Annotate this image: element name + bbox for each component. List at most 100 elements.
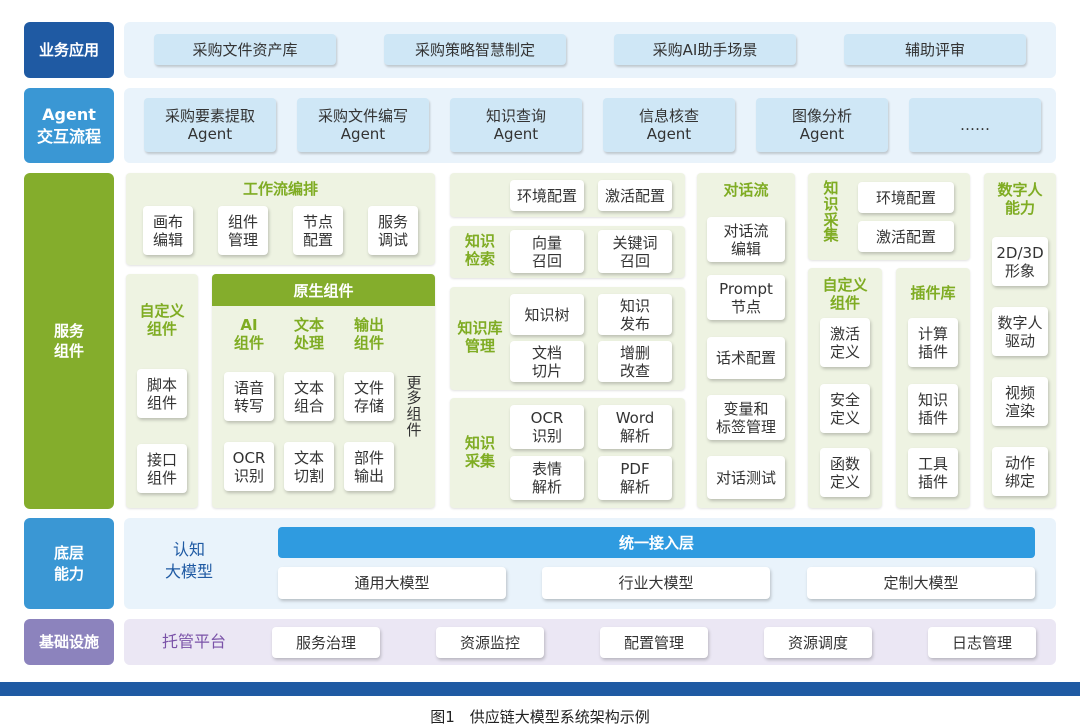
retrieval-item: 关键词 召回 — [598, 230, 672, 273]
dialog-flow-item: 对话流 编辑 — [707, 217, 785, 262]
dialog-flow-item: 对话测试 — [707, 456, 785, 499]
custom-def-title: 自定义 组件 — [822, 276, 868, 312]
knowledge-collect-item: PDF 解析 — [598, 456, 672, 500]
infra-item: 日志管理 — [928, 627, 1036, 658]
hosting-platform-label: 托管平台 — [161, 632, 226, 652]
plugin-box: 插件库 计算 插件 知识 插件 工具 插件 — [896, 268, 970, 508]
unified-access-layer: 统一接入层 — [278, 527, 1035, 558]
workflow-item: 组件 管理 — [218, 206, 268, 255]
kb-manage-item: 文档 切片 — [510, 341, 584, 382]
workflow-title: 工作流编排 — [242, 180, 318, 198]
agent-panel: 采购要素提取 Agent 采购文件编写 Agent 知识查询 Agent 信息核… — [124, 88, 1056, 163]
agent-item: 采购文件编写 Agent — [297, 98, 429, 152]
agent-item: 知识查询 Agent — [450, 98, 582, 152]
digital-human-box: 数字人 能力 2D/3D 形象 数字人 驱动 视频 渲染 动作 绑定 — [984, 173, 1056, 508]
native-component-title: 原生组件 — [212, 274, 435, 306]
knowledge-collect-item: Word 解析 — [598, 405, 672, 449]
infra-item: 资源监控 — [436, 627, 544, 658]
business-panel: 采购文件资产库 采购策略智慧制定 采购AI助手场景 辅助评审 — [124, 22, 1056, 78]
native-ai-title: AI 组件 — [233, 316, 264, 352]
retrieval-title: 知识 检索 — [464, 232, 495, 268]
native-text-title: 文本 处理 — [293, 316, 324, 352]
custom-def-item: 函数 定义 — [820, 448, 870, 497]
workflow-item: 画布 编辑 — [143, 206, 193, 255]
workflow-item: 服务 调试 — [368, 206, 418, 255]
cognitive-model-label: 认知 大模型 — [164, 539, 213, 581]
base-model-item: 定制大模型 — [807, 567, 1035, 599]
business-item: 采购策略智慧制定 — [384, 34, 566, 65]
bottom-divider-bar — [0, 682, 1080, 696]
dialog-flow-item: 话术配置 — [707, 337, 785, 379]
row-label-business: 业务应用 — [24, 22, 114, 78]
kb-manage-item: 增删 改查 — [598, 341, 672, 382]
plugin-item: 计算 插件 — [908, 318, 958, 367]
agent-item: 图像分析 Agent — [756, 98, 888, 152]
row-label-base: 底层 能力 — [24, 518, 114, 609]
kb-manage-box: 知识库 管理 知识树 知识 发布 文档 切片 增删 改查 — [450, 287, 685, 390]
native-more: 更 多 组 件 — [406, 373, 422, 439]
knowledge-collect-item: OCR 识别 — [510, 405, 584, 449]
digital-human-item: 2D/3D 形象 — [992, 237, 1048, 286]
dialog-flow-title: 对话流 — [723, 181, 769, 199]
retrieval-item: 向量 召回 — [510, 230, 584, 273]
dialog-flow-item: Prompt 节点 — [707, 275, 785, 320]
custom-component-box: 自定义 组件 脚本 组件 接口 组件 — [126, 274, 198, 508]
native-output-title: 输出 组件 — [353, 316, 384, 352]
figure-caption: 图1 供应链大模型系统架构示例 — [430, 708, 650, 726]
business-item: 采购AI助手场景 — [614, 34, 796, 65]
custom-component-title: 自定义 组件 — [139, 302, 185, 338]
native-item: 部件 输出 — [344, 442, 394, 491]
plugin-item: 知识 插件 — [908, 384, 958, 433]
custom-component-item: 接口 组件 — [137, 444, 187, 493]
native-component-box: 原生组件 AI 组件 文本 处理 输出 组件 语音 转写 OCR 识别 文本 组… — [212, 274, 435, 508]
custom-def-item: 安全 定义 — [820, 384, 870, 433]
knowledge-collect-box: 知识 采集 OCR 识别 Word 解析 表情 解析 PDF 解析 — [450, 398, 685, 508]
plugin-item: 工具 插件 — [908, 448, 958, 497]
config-box: 环境配置 激活配置 — [450, 173, 685, 217]
base-model-item: 行业大模型 — [542, 567, 770, 599]
base-model-item: 通用大模型 — [278, 567, 506, 599]
agent-item: 采购要素提取 Agent — [144, 98, 276, 152]
native-item: 文件 存储 — [344, 372, 394, 421]
dialog-flow-box: 对话流 对话流 编辑 Prompt 节点 话术配置 变量和 标签管理 对话测试 — [697, 173, 795, 508]
retrieval-box: 知识 检索 向量 召回 关键词 召回 — [450, 226, 685, 278]
business-item: 采购文件资产库 — [154, 34, 336, 65]
config-item: 激活配置 — [598, 180, 672, 211]
custom-component-item: 脚本 组件 — [137, 369, 187, 418]
knowledge-collect-title: 知识 采集 — [464, 434, 495, 470]
workflow-box: 工作流编排 画布 编辑 组件 管理 节点 配置 服务 调试 — [126, 173, 435, 265]
digital-human-item: 视频 渲染 — [992, 377, 1048, 426]
row-label-agent: Agent 交互流程 — [24, 88, 114, 163]
native-item: OCR 识别 — [224, 442, 274, 491]
config-item: 环境配置 — [510, 180, 584, 211]
knowledge-collect-right-item: 环境配置 — [858, 182, 954, 213]
agent-item: 信息核查 Agent — [603, 98, 735, 152]
infra-item: 资源调度 — [764, 627, 872, 658]
kb-manage-item: 知识树 — [510, 294, 584, 335]
native-item: 语音 转写 — [224, 372, 274, 421]
business-item: 辅助评审 — [844, 34, 1026, 65]
digital-human-title: 数字人 能力 — [997, 181, 1043, 217]
knowledge-collect-right-box: 知 识 采 集 环境配置 激活配置 — [808, 173, 970, 260]
knowledge-collect-right-item: 激活配置 — [858, 221, 954, 252]
row-label-service: 服务 组件 — [24, 173, 114, 509]
infra-panel: 托管平台 服务治理 资源监控 配置管理 资源调度 日志管理 — [124, 619, 1056, 665]
infra-item: 配置管理 — [600, 627, 708, 658]
custom-def-item: 激活 定义 — [820, 318, 870, 367]
dialog-flow-item: 变量和 标签管理 — [707, 395, 785, 440]
workflow-item: 节点 配置 — [293, 206, 343, 255]
row-label-infra: 基础设施 — [24, 619, 114, 665]
base-panel: 认知 大模型 统一接入层 通用大模型 行业大模型 定制大模型 — [124, 518, 1056, 609]
plugin-title: 插件库 — [910, 284, 956, 302]
digital-human-item: 数字人 驱动 — [992, 307, 1048, 356]
knowledge-collect-right-title: 知 识 采 集 — [823, 179, 839, 245]
infra-item: 服务治理 — [272, 627, 380, 658]
knowledge-collect-item: 表情 解析 — [510, 456, 584, 500]
native-item: 文本 组合 — [284, 372, 334, 421]
custom-def-box: 自定义 组件 激活 定义 安全 定义 函数 定义 — [808, 268, 882, 508]
digital-human-item: 动作 绑定 — [992, 447, 1048, 496]
kb-manage-item: 知识 发布 — [598, 294, 672, 335]
agent-item: …… — [909, 98, 1041, 152]
native-item: 文本 切割 — [284, 442, 334, 491]
kb-manage-title: 知识库 管理 — [457, 319, 503, 355]
